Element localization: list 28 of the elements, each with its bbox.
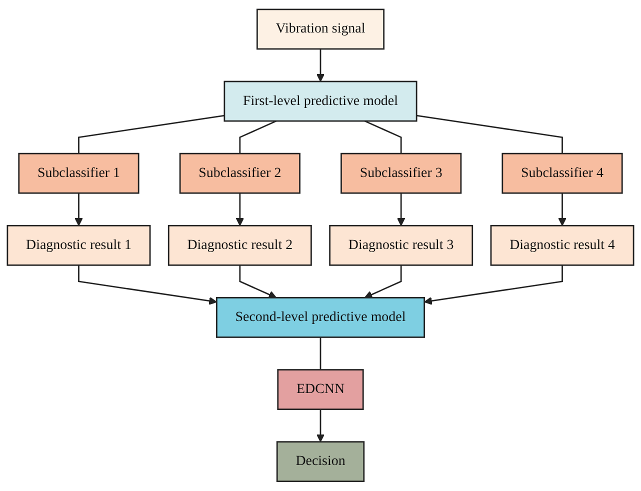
connector (320, 337, 322, 370)
node-box: First-level predictive model (224, 80, 418, 122)
node-box: Decision (276, 441, 365, 482)
node-box: Vibration signal (256, 8, 385, 50)
arrow (316, 49, 325, 82)
arrow (236, 193, 244, 226)
node-box: Subclassifier 3 (340, 152, 462, 194)
connector (239, 120, 277, 154)
node-box: Diagnostic result 1 (6, 225, 151, 266)
node-box: Diagnostic result 4 (490, 225, 634, 266)
node-box: Subclassifier 4 (502, 152, 623, 194)
arrow (239, 265, 277, 299)
arrow (558, 193, 566, 226)
arrow (424, 265, 563, 306)
node-box: EDCNN (277, 369, 364, 410)
node-box: Subclassifier 2 (179, 152, 300, 194)
node-box: Subclassifier 1 (18, 152, 140, 194)
arrow (74, 193, 83, 226)
connector (416, 114, 563, 154)
arrow (364, 265, 402, 299)
arrow (78, 265, 218, 306)
node-box: Diagnostic result 3 (329, 225, 474, 266)
arrow (316, 409, 325, 442)
node-box: Second-level predictive model (216, 297, 426, 338)
connector (78, 114, 225, 154)
arrow (397, 193, 406, 226)
connector (364, 120, 402, 154)
node-box: Diagnostic result 2 (168, 225, 312, 266)
